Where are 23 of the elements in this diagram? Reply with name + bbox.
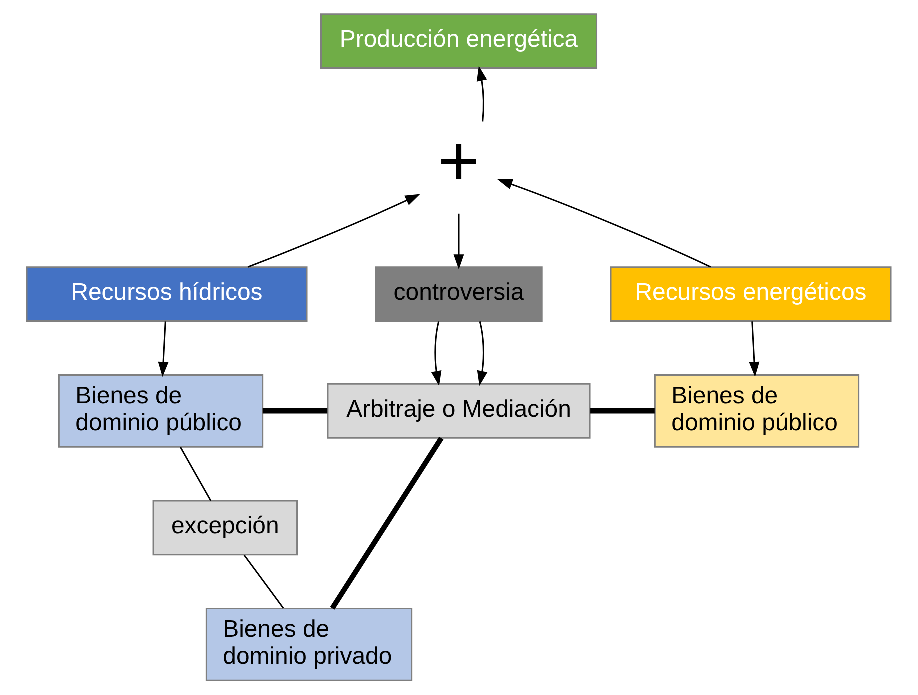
arrow: [498, 180, 712, 268]
arrow: [431, 322, 442, 386]
connector: [590, 408, 655, 414]
connector: [330, 436, 444, 610]
node-box: Arbitraje o Mediación: [327, 383, 591, 439]
node-box: excepción: [152, 500, 298, 556]
connector: [262, 408, 328, 414]
node-box: Recursos hídricos: [26, 266, 308, 322]
node-box: Bienes de dominio privado: [206, 608, 413, 682]
arrow: [749, 322, 760, 378]
node-box: Bienes de dominio público: [654, 374, 860, 448]
node-box: controversia: [375, 266, 543, 322]
arrow: [454, 214, 464, 270]
arrow: [248, 194, 420, 268]
node-text: +: [438, 122, 480, 202]
node-box: Bienes de dominio público: [58, 374, 264, 448]
connector: [180, 447, 212, 502]
arrow: [477, 322, 488, 386]
arrow: [158, 322, 169, 378]
node-box: Producción energética: [320, 14, 598, 69]
connector: [244, 554, 284, 609]
arrow: [476, 66, 488, 122]
node-box: Recursos energéticos: [610, 266, 892, 322]
